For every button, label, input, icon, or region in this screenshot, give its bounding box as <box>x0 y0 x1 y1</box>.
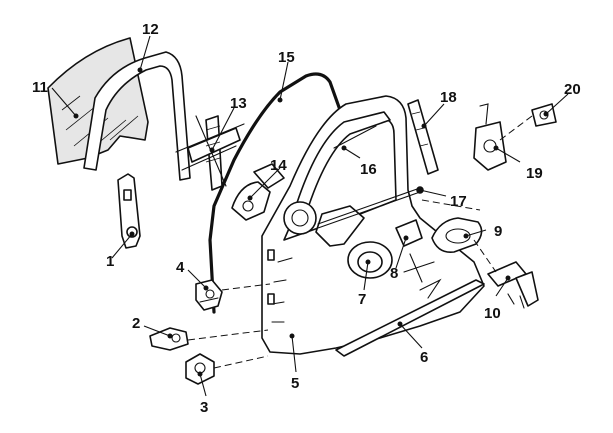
leader-lines <box>51 35 569 397</box>
callout-3: 3 <box>200 399 208 416</box>
callout-12: 12 <box>142 21 159 38</box>
callout-13: 13 <box>230 95 247 112</box>
part-3-door-check <box>185 353 215 385</box>
callout-8: 8 <box>390 265 398 282</box>
callout-1: 1 <box>106 253 114 270</box>
part-2-lower-hinge <box>149 327 189 351</box>
callout-labels: 1 2 3 4 5 6 7 8 9 10 11 12 13 14 15 16 1… <box>32 21 581 416</box>
callout-15: 15 <box>278 49 295 66</box>
part-12-glass-run-channel <box>83 51 191 181</box>
part-4-upper-hinge <box>195 279 223 311</box>
callout-6: 6 <box>420 349 428 366</box>
part-10-lock-cylinder-keys <box>487 261 539 309</box>
callout-19: 19 <box>526 165 543 182</box>
part-1-window-guide <box>117 173 141 249</box>
callout-2: 2 <box>132 315 140 332</box>
callout-7: 7 <box>358 291 366 308</box>
part-18-belt-molding <box>407 99 439 175</box>
callout-14: 14 <box>270 157 287 174</box>
callout-11: 11 <box>32 79 48 96</box>
part-14-mirror-bracket <box>231 163 285 221</box>
callout-5: 5 <box>291 375 299 392</box>
callout-20: 20 <box>564 81 581 98</box>
part-7-inside-handle <box>283 201 393 279</box>
callout-4: 4 <box>176 259 185 276</box>
leader-dots <box>73 67 549 377</box>
callout-18: 18 <box>440 89 457 106</box>
part-15-weatherstrip <box>208 72 342 314</box>
callout-10: 10 <box>484 305 501 322</box>
part-8-lock-rods <box>395 219 442 299</box>
part-19-door-latch <box>473 103 507 171</box>
callout-9: 9 <box>494 223 502 240</box>
callout-17: 17 <box>450 193 467 210</box>
part-9-handle-escutcheon <box>431 217 483 254</box>
assembly-lines <box>187 115 533 369</box>
callout-16: 16 <box>360 161 377 178</box>
part-6-side-molding <box>335 279 485 357</box>
